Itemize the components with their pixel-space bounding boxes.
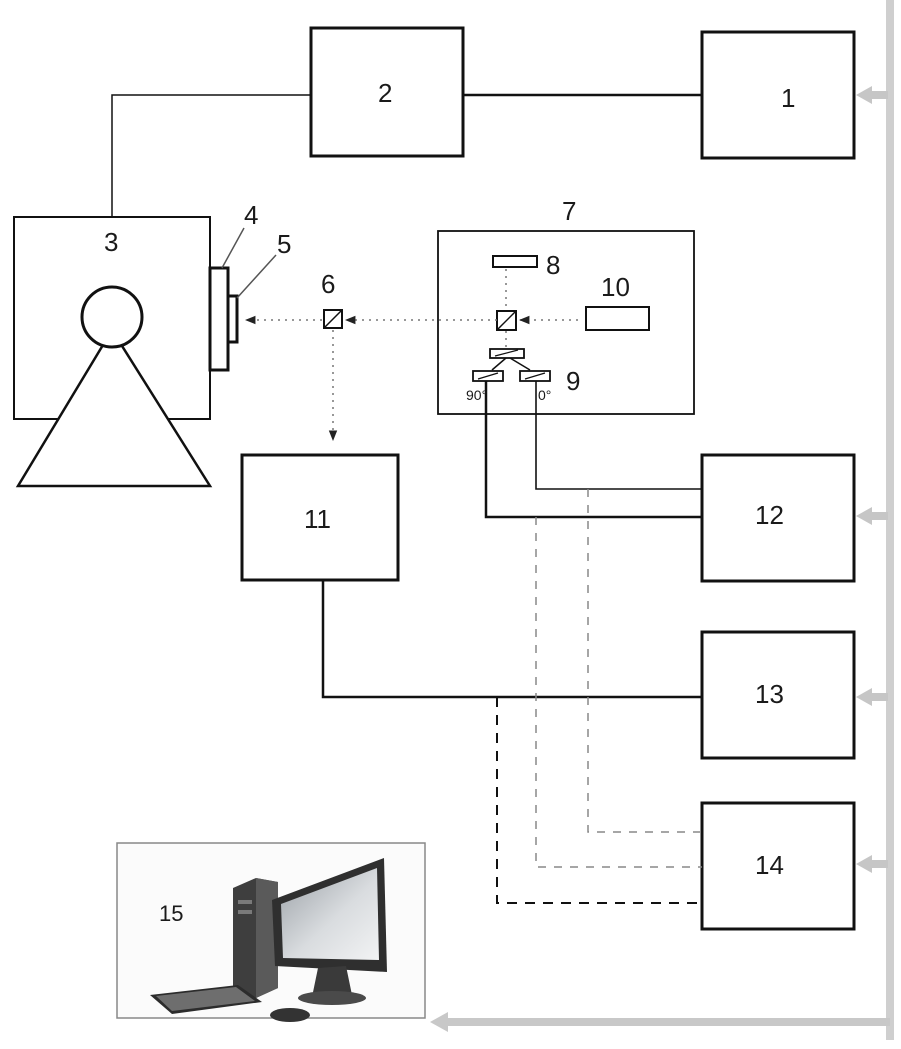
element-4: [208, 266, 230, 372]
label-11: 11: [304, 504, 331, 534]
bus-vertical: [886, 0, 894, 1040]
block-13: [700, 630, 856, 760]
label-4: 4: [244, 200, 259, 230]
detector-90: [472, 370, 504, 382]
system-bus: [430, 0, 894, 1040]
leader-4: [221, 227, 245, 269]
label-14: 14: [755, 850, 784, 880]
desktop-computer-icon: [150, 858, 387, 1022]
element-6: [323, 309, 343, 329]
block-7: [437, 230, 695, 415]
label-3: 3: [104, 227, 119, 257]
label-8: 8: [546, 250, 561, 280]
label-6: 6: [321, 269, 336, 299]
arrow-left-icon: [856, 688, 888, 706]
wiring-dashed: [496, 489, 702, 904]
element-5: [226, 294, 239, 344]
arrow-left-icon: [856, 507, 888, 525]
label-2: 2: [378, 78, 393, 108]
block-1: [700, 30, 856, 160]
label-12: 12: [755, 500, 784, 530]
label-15: 15: [159, 901, 184, 926]
label-1: 1: [781, 83, 796, 113]
arrow-left-icon: [856, 855, 888, 873]
label-angle-90: 90°: [466, 387, 488, 403]
block-11: [240, 453, 400, 582]
bus-arrows: [856, 86, 888, 873]
label-9: 9: [566, 366, 581, 396]
wiring-solid: [111, 93, 702, 699]
leader-5: [236, 254, 277, 299]
block-14: [700, 801, 856, 931]
label-7: 7: [562, 196, 577, 226]
detector-0: [519, 370, 551, 382]
arrow-left-icon: [856, 86, 888, 104]
label-5: 5: [277, 229, 292, 259]
label-angle-0: 0°: [538, 387, 552, 403]
label-13: 13: [755, 679, 784, 709]
arrow-left-icon: [430, 1012, 448, 1032]
block-2: [309, 26, 465, 158]
bus-bottom: [438, 1018, 890, 1026]
device-3: [13, 216, 213, 488]
element-8: [492, 255, 538, 268]
label-10: 10: [601, 272, 630, 302]
element-10: [585, 306, 650, 331]
optical-paths: [244, 269, 578, 442]
